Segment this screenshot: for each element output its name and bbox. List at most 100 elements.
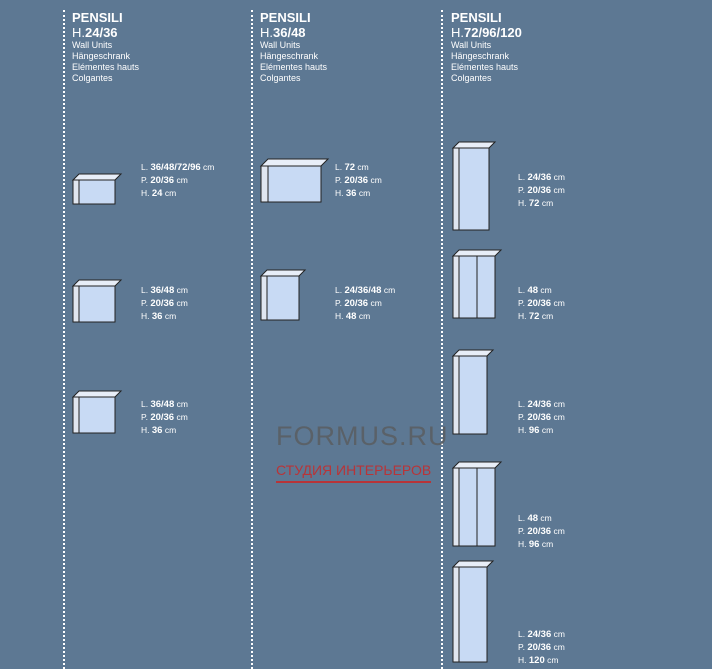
dimension-label: H. [141,311,150,321]
dimension-value: 36 [151,425,163,436]
dimension-unit: cm [541,425,554,435]
dimension-unit: cm [553,399,565,409]
dimension-label: H. [518,655,527,665]
language-label: Elémentes hauts [260,62,328,72]
dimension-row-p: P. 20/36 cm [141,174,214,187]
dimension-unit: cm [553,412,565,422]
dimension-row-h: H. 48 cm [335,310,395,323]
dimension-unit: cm [541,311,554,321]
wall-unit-drawing [71,390,123,434]
dimension-value: 96 [528,425,540,436]
dimension-value: 20/36 [150,412,175,423]
language-label: Wall Units [451,40,492,50]
wall-unit-drawing [71,279,123,323]
dimension-row-p: P. 20/36 cm [335,174,382,187]
dimension-unit: cm [164,188,177,198]
dimension-unit: cm [203,162,215,172]
dimension-label: L. [518,629,526,639]
dimension-unit: cm [358,188,371,198]
language-label: Colgantes [451,73,492,83]
dimension-row-l: L. 36/48 cm [141,284,188,297]
dimension-value: 120 [528,655,545,666]
language-label: Wall Units [72,40,113,50]
dimension-row-l: L. 24/36 cm [518,398,565,411]
language-label: Hängeschrank [260,51,319,61]
wall-unit-drawing [451,141,497,231]
height-prefix: H. [72,25,85,40]
dimension-row-p: P. 20/36 cm [141,297,188,310]
dimension-label: P. [518,642,525,652]
dimension-value: 36/48/72/96 [150,162,201,173]
dimension-unit: cm [176,285,188,295]
dimension-unit: cm [547,655,559,665]
height-range: H.36/48 [260,25,327,40]
dimension-row-l: L. 72 cm [335,161,382,174]
column-title: PENSILI [451,10,502,25]
dimension-label: L. [335,285,343,295]
height-prefix: H. [260,25,273,40]
dimension-row-p: P. 20/36 cm [335,297,395,310]
dimension-label: P. [141,412,148,422]
dimension-row-l: L. 24/36 cm [518,628,565,641]
dimension-row-l: L. 24/36 cm [518,171,565,184]
dimension-label: L. [141,162,149,172]
dimension-row-h: H. 96 cm [518,424,565,437]
wall-unit-drawing [451,560,495,663]
dimension-value: 72 [344,162,356,173]
wall-unit-drawing [259,269,307,321]
wall-unit-drawing [259,158,330,203]
dimension-row-p: P. 20/36 cm [518,184,565,197]
dimension-value: 20/36 [527,298,552,309]
dimension-label: L. [518,172,526,182]
dimension-row-l: L. 36/48/72/96 cm [141,161,214,174]
wall-unit-drawing [451,461,503,547]
dimension-value: 20/36 [150,175,175,186]
dimension-value: 96 [528,539,540,550]
dimension-label: L. [518,399,526,409]
dimension-unit: cm [541,539,554,549]
dimension-value: 36/48 [150,285,175,296]
dimension-unit: cm [176,399,188,409]
dimension-unit: cm [164,311,177,321]
dimension-row-h: H. 72 cm [518,310,565,323]
column-divider [63,10,65,669]
dimension-label: L. [518,513,526,523]
dimension-label: P. [518,298,525,308]
dimension-label: H. [141,188,150,198]
dimension-value: 48 [527,285,539,296]
dimension-label: P. [335,175,342,185]
language-label: Wall Units [260,40,301,50]
dimension-label: P. [141,298,148,308]
dimension-row-l: L. 36/48 cm [141,398,188,411]
dimension-label: P. [141,175,148,185]
dimension-value: 24/36 [527,629,552,640]
dimension-value: 20/36 [150,298,175,309]
column-title: PENSILI [260,10,311,25]
dimension-unit: cm [553,629,565,639]
dimension-unit: cm [553,526,565,536]
dimension-label: H. [141,425,150,435]
dimension-label: P. [518,185,525,195]
height-values: 24/36 [85,25,118,40]
dimension-value: 24 [151,188,163,199]
dimension-value: 24/36 [527,172,552,183]
dimension-label: L. [141,399,149,409]
dimension-unit: cm [553,642,565,652]
dimension-value: 24/36/48 [344,285,382,296]
dimension-unit: cm [176,298,188,308]
dimension-unit: cm [370,175,382,185]
dimension-value: 20/36 [527,185,552,196]
dimension-label: L. [518,285,526,295]
wall-unit-drawing [451,249,503,319]
dimension-value: 20/36 [344,175,369,186]
dimension-value: 48 [527,513,539,524]
height-prefix: H. [451,25,464,40]
